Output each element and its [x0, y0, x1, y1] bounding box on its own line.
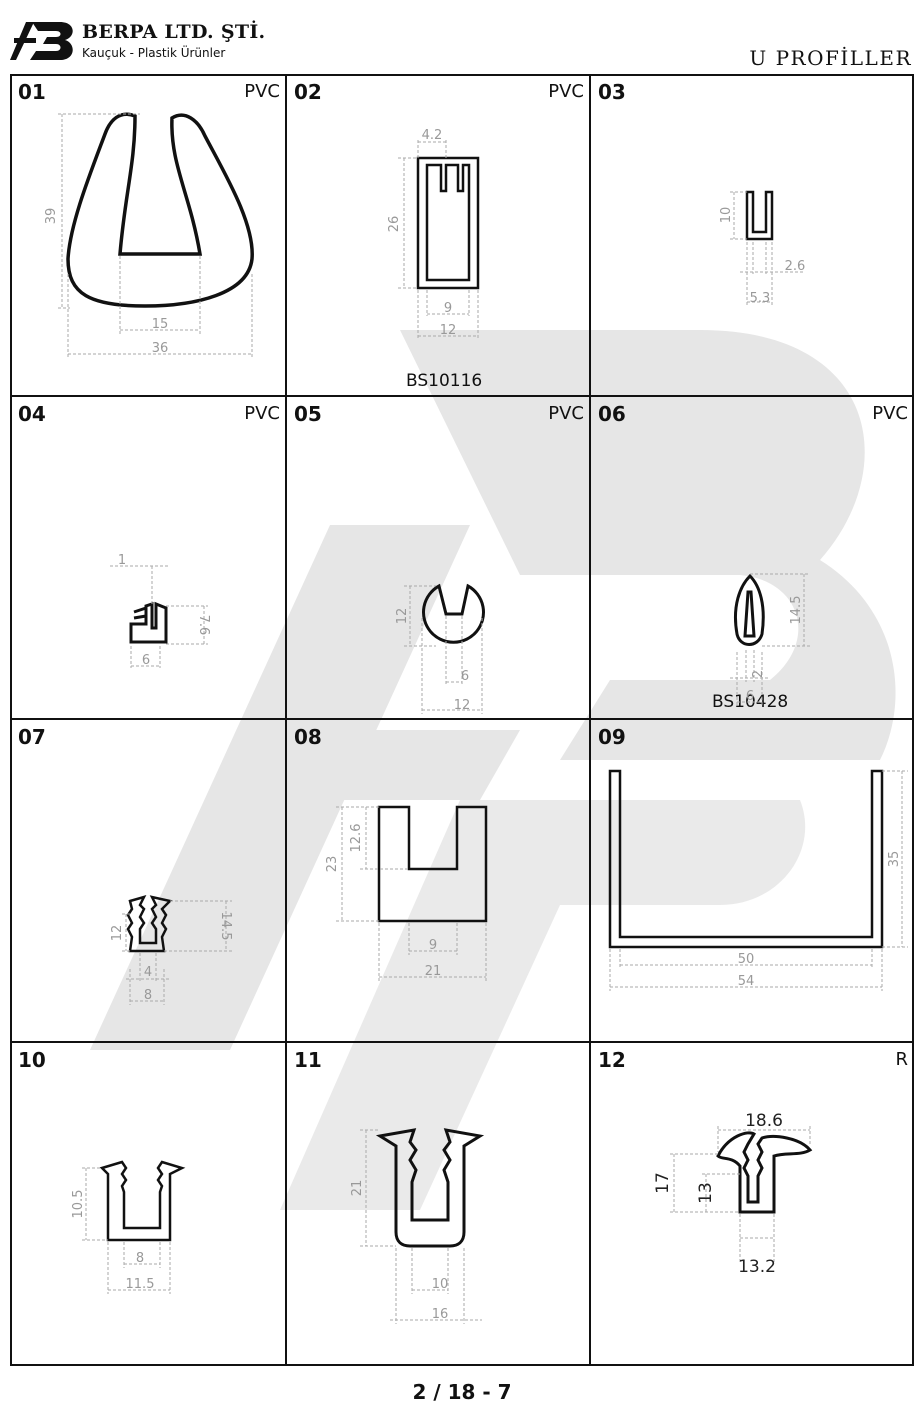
profile-number: 10: [18, 1048, 46, 1072]
profile-drawing-01: 39 15 36: [44, 112, 254, 359]
profile-drawing-09: 35 50 54: [608, 769, 908, 991]
profile-number: 07: [18, 725, 46, 749]
profile-grid: 01 PVC 39 15 36 02 PVC BS10116: [10, 74, 914, 1366]
profile-cell-03: 03 10 2.6 5.3: [590, 74, 914, 396]
dim-height: 35: [887, 851, 902, 868]
profile-cell-11: 11 21 10 16: [286, 1042, 590, 1366]
dim-height: 39: [44, 208, 59, 225]
dim-height: 10.5: [71, 1190, 86, 1219]
grid-lines: [10, 74, 914, 1366]
profile-number: 06: [598, 402, 626, 426]
profile-drawing-04: 1 7.6 6: [110, 553, 211, 668]
profile-cell-04: 04 PVC 1 7.6 6: [10, 396, 286, 719]
dim-top-width: 18.6: [745, 1111, 783, 1131]
dim-diameter: 12: [454, 698, 471, 713]
profile-drawing-12: 18.6 17 13 13.2: [653, 1111, 813, 1277]
dim-width: 6: [142, 653, 150, 668]
profile-cell-12: 12 R 18.6 17 13 13.2: [590, 1042, 914, 1366]
profile-material: PVC: [548, 81, 584, 102]
dim-height: 7.6: [196, 615, 211, 636]
dim-width: 21: [425, 964, 442, 979]
profile-cell-10: 10 10.5 8 11.5: [10, 1042, 286, 1366]
dim-width: 6: [746, 689, 754, 704]
dim-inner-width: 10: [432, 1277, 449, 1292]
dim-height: 14.5: [789, 596, 804, 625]
profile-cell-09: 09 35 50 54: [590, 719, 914, 1042]
profile-code: BS10428: [712, 692, 789, 712]
profile-material: PVC: [244, 403, 280, 424]
dim-slot-depth: 12.6: [349, 824, 364, 853]
profile-drawing-11: 21 10 16: [350, 1128, 485, 1324]
profile-cell-08: 08 23 12.6 9 21: [286, 719, 590, 1042]
profile-number: 02: [294, 80, 322, 104]
profile-number: 08: [294, 725, 322, 749]
dim-inner-width: 8: [136, 1251, 144, 1266]
page-number: 2 / 18 - 7: [412, 1380, 512, 1404]
dim-slot-width: 4.2: [422, 128, 443, 143]
dim-outer-width: 12: [440, 323, 457, 338]
dim-inner-height: 13: [696, 1182, 716, 1204]
dim-width: 8: [144, 988, 152, 1003]
dim-inner-height: 12: [110, 925, 125, 942]
profile-material: R: [895, 1049, 908, 1070]
profile-cell-07: 07 12 14.5 4 8: [10, 719, 286, 1042]
profile-cell-01: 01 PVC 39 15 36: [10, 74, 286, 396]
profile-material: PVC: [548, 403, 584, 424]
berpa-logo-icon: [10, 22, 73, 60]
dim-width: 11.5: [126, 1277, 155, 1292]
section-title: U PROFİLLER: [749, 46, 912, 70]
dim-height: 17: [653, 1172, 673, 1194]
dim-height: 14.5: [218, 912, 233, 941]
dim-width: 16: [432, 1307, 449, 1322]
profile-drawing-06: 14.5 2 6: [730, 573, 810, 706]
profile-drawing-07: 12 14.5 4 8: [110, 895, 233, 1005]
dim-height: 12: [395, 608, 410, 625]
company-tagline: Kauçuk - Plastik Ürünler: [82, 46, 226, 60]
dim-inner-width: 9: [444, 301, 452, 316]
profile-drawing-05: 12 6 12: [395, 583, 485, 714]
dim-gap: 2.6: [785, 259, 806, 274]
dim-slot: 2: [751, 670, 766, 678]
dim-inner-width: 50: [738, 952, 755, 967]
dim-inner-width: 4: [144, 965, 152, 980]
profile-drawing-03: 10 2.6 5.3: [719, 190, 806, 306]
profile-cell-05: 05 PVC 12 6 12: [286, 396, 590, 719]
profile-number: 09: [598, 725, 626, 749]
page-header: BERPA LTD. ŞTİ. Kauçuk - Plastik Ürünler…: [0, 0, 924, 74]
dim-width: 5.3: [750, 291, 771, 306]
profile-material: PVC: [872, 403, 908, 424]
profile-cell-02: 02 PVC BS10116 4.2 26 9 12: [286, 74, 590, 396]
dim-inner-width: 15: [152, 317, 169, 332]
profile-code: BS10116: [406, 371, 483, 391]
company-name: BERPA LTD. ŞTİ.: [82, 21, 266, 43]
dim-height: 10: [719, 207, 734, 224]
profile-number: 05: [294, 402, 322, 426]
profile-drawing-10: 10.5 8 11.5: [71, 1160, 186, 1294]
profile-drawing-02: 4.2 26 9 12: [387, 128, 480, 338]
dim-base-width: 13.2: [738, 1257, 776, 1277]
profile-number: 04: [18, 402, 46, 426]
profile-number: 03: [598, 80, 626, 104]
dim-width: 54: [738, 974, 755, 989]
dim-slot-width: 9: [429, 938, 437, 953]
dim-height: 21: [350, 1180, 365, 1197]
profile-material: PVC: [244, 81, 280, 102]
dim-opening: 6: [461, 669, 469, 684]
profile-number: 11: [294, 1048, 322, 1072]
dim-wall: 1: [118, 553, 126, 568]
dim-height: 26: [387, 216, 402, 233]
dim-height: 23: [325, 856, 340, 873]
profile-cell-06: 06 PVC BS10428 14.5 2 6: [590, 396, 914, 719]
profile-number: 12: [598, 1048, 626, 1072]
profile-number: 01: [18, 80, 46, 104]
dim-outer-width: 36: [152, 341, 169, 356]
profile-drawing-08: 23 12.6 9 21: [325, 805, 488, 981]
